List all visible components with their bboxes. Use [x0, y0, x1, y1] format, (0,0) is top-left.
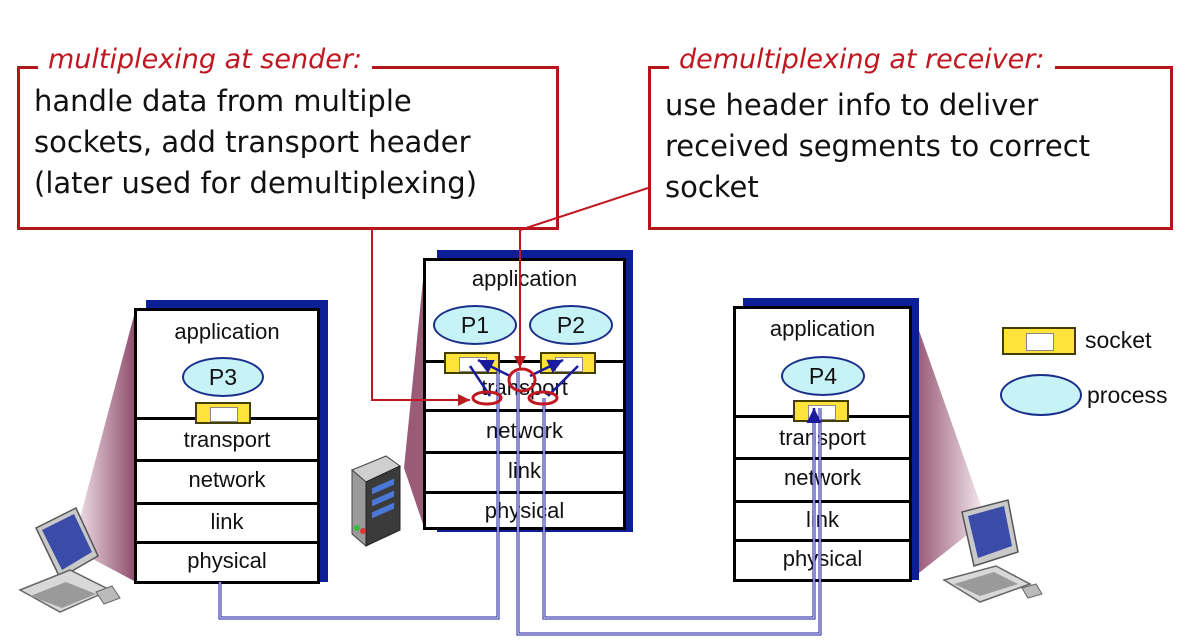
- legend-process-icon: [1000, 374, 1082, 416]
- legend-socket-label: socket: [1085, 327, 1152, 353]
- legend-socket-icon: [1002, 327, 1076, 355]
- right-application-label: application: [769, 316, 876, 341]
- legend-socket-window: [1026, 333, 1054, 351]
- sender-leader-line: [371, 230, 470, 406]
- receiver-callout: demultiplexing at receiver: use header i…: [648, 43, 1173, 230]
- link-middle-to-right: [516, 372, 822, 636]
- sender-callout: multiplexing at sender: handle data from…: [17, 43, 559, 230]
- server-icon: [351, 455, 401, 548]
- legend-process-label: process: [1087, 382, 1168, 408]
- receiver-callout-body: use header info to deliver received segm…: [665, 88, 1091, 204]
- left-application-layer: application: [137, 311, 317, 417]
- left-socket: [195, 402, 251, 424]
- right-physical-layer: physical: [736, 539, 909, 582]
- right-link-layer: link: [736, 500, 909, 541]
- left-host-beam: [72, 308, 136, 582]
- left-link-layer: link: [137, 502, 317, 543]
- process-p3: P3: [182, 357, 264, 397]
- left-network-layer: network: [137, 459, 317, 504]
- right-network-layer: network: [736, 457, 909, 502]
- right-transport-label: transport: [779, 425, 866, 450]
- red-oval-center: [507, 367, 537, 393]
- left-link-label: link: [210, 509, 244, 534]
- process-p4: P4: [781, 356, 865, 396]
- sender-callout-title: multiplexing at sender:: [38, 43, 373, 77]
- left-network-label: network: [188, 467, 266, 492]
- process-p4-label: P4: [808, 363, 838, 389]
- process-p3-label: P3: [208, 364, 238, 390]
- middle-link-layer: link: [426, 451, 623, 494]
- demux-arrow-p2: [529, 358, 564, 378]
- left-socket-window: [210, 407, 238, 422]
- process-p2: P2: [529, 305, 613, 345]
- left-physical-label: physical: [187, 548, 267, 573]
- mux-line-p2: [547, 365, 579, 397]
- right-application-layer: application: [736, 309, 909, 415]
- right-link-label: link: [805, 507, 839, 532]
- process-p2-label: P2: [556, 312, 586, 338]
- sender-callout-body: handle data from multiple sockets, add t…: [34, 84, 478, 200]
- right-network-label: network: [783, 465, 862, 490]
- middle-application-layer: application: [426, 261, 623, 360]
- process-p1: P1: [433, 305, 517, 345]
- right-physical-label: physical: [782, 546, 863, 571]
- right-protocol-stack: application transport network link physi…: [733, 306, 912, 582]
- left-protocol-stack: application transport network link physi…: [134, 308, 320, 584]
- receiver-leader-line: [514, 187, 649, 368]
- red-oval-left: [471, 390, 503, 406]
- middle-application-label: application: [471, 266, 578, 291]
- left-computer-icon: [18, 506, 121, 613]
- left-application-label: application: [174, 319, 280, 344]
- demux-arrow-p1: [477, 358, 511, 378]
- receiver-callout-title: demultiplexing at receiver:: [669, 43, 1055, 77]
- link-right-return: [542, 398, 816, 620]
- right-computer-icon: [942, 499, 1043, 603]
- left-transport-label: transport: [183, 427, 271, 452]
- left-physical-layer: physical: [137, 541, 317, 584]
- middle-host-beam: [404, 260, 425, 530]
- middle-link-label: link: [507, 458, 541, 483]
- red-oval-right: [527, 390, 559, 406]
- process-p1-label: P1: [460, 312, 490, 338]
